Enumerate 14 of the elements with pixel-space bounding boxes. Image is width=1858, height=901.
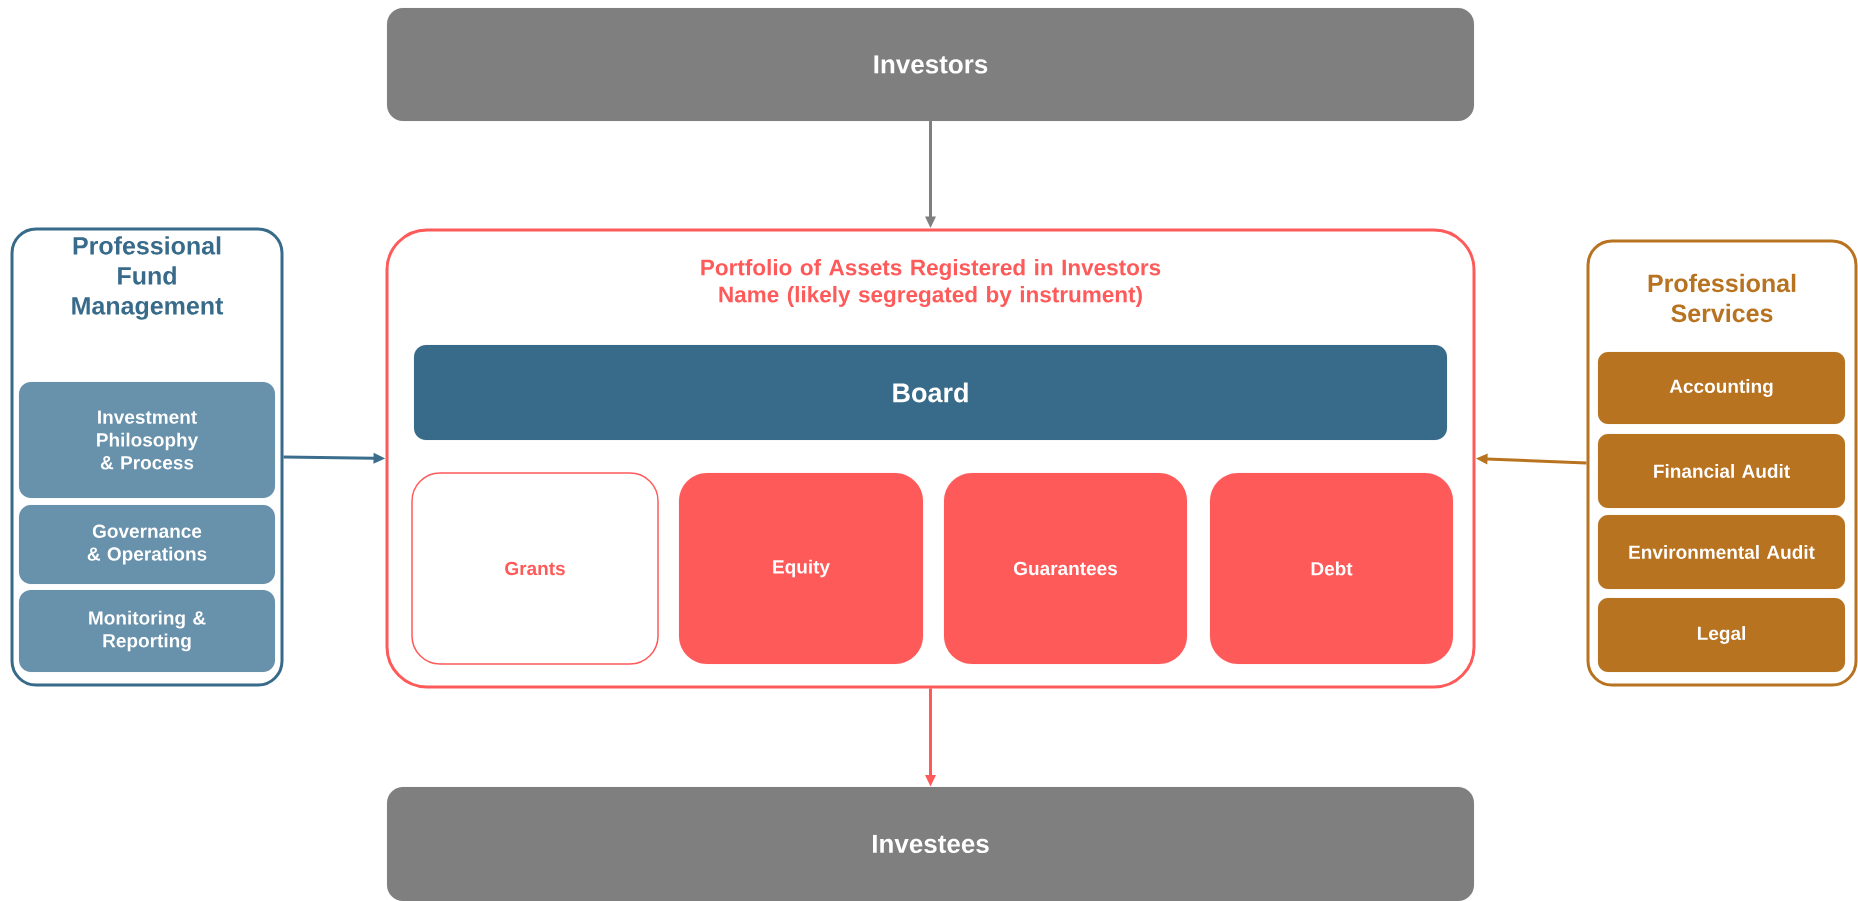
item-box: Legal [1597,597,1846,673]
item-box: Accounting [1597,351,1846,425]
item-box: Investment Philosophy & Process [18,381,276,499]
header-bar: Investors [386,7,1475,122]
board-bar: Board [413,344,1448,441]
instrument-box: Guarantees [943,472,1188,665]
header-bar: Investees [386,786,1475,901]
item-box: Environmental Audit [1597,514,1846,590]
instrument-box: Grants [411,472,659,665]
instrument-box: Debt [1209,472,1454,665]
item-box: Financial Audit [1597,433,1846,509]
item-box: Monitoring & Reporting [18,589,276,673]
item-box: Governance & Operations [18,504,276,585]
instrument-box: Equity [678,472,924,665]
